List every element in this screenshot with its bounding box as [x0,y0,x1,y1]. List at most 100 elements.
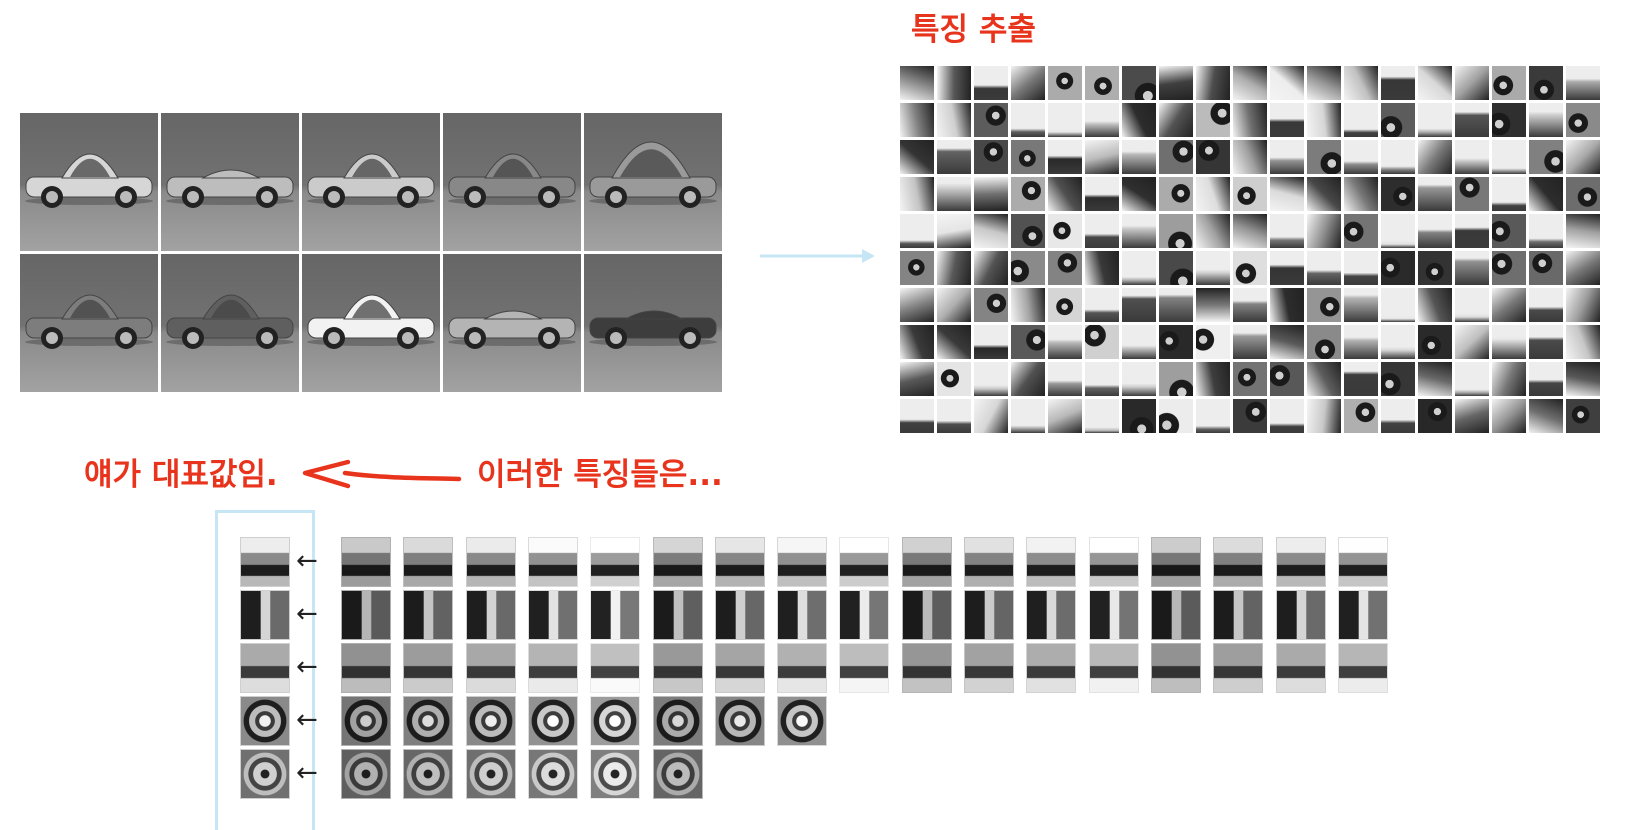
cluster-member-patch [590,590,640,640]
representative-patch-wheel-ground-cluster [240,643,290,693]
feature-patch [1492,214,1526,248]
feature-patch [1307,362,1341,396]
cluster-member-patch [715,696,765,746]
feature-patch [1566,177,1600,211]
cluster-member-patch [653,696,703,746]
feature-patch [900,214,934,248]
feature-patch [1159,325,1193,359]
feature-patch [1122,103,1156,137]
feature-patch [1233,325,1267,359]
feature-patch [1085,140,1119,174]
cluster-member-patch [653,590,703,640]
cluster-member-patch [777,590,827,640]
representative-patch-wheel-front-cluster [240,537,290,587]
feature-patch [1492,251,1526,285]
cluster-member-patch [1276,590,1326,640]
cluster-member-patch [1276,537,1326,587]
feature-patch [1492,288,1526,322]
feature-patch [1381,362,1415,396]
feature-patch [1307,103,1341,137]
feature-patch [1307,214,1341,248]
feature-patch [1492,103,1526,137]
feature-patch [1122,251,1156,285]
cluster-member-patch [1151,643,1201,693]
cluster-member-patch [528,643,578,693]
feature-patch [1566,140,1600,174]
feature-patch [1048,325,1082,359]
feature-patch [1196,140,1230,174]
feature-patch [1492,362,1526,396]
feature-patch [1381,214,1415,248]
feature-patch [1122,177,1156,211]
car-photo-beetle [584,113,722,251]
cluster-member-patch [715,643,765,693]
feature-patch [1196,103,1230,137]
feature-patch [1566,288,1600,322]
feature-patch [1196,177,1230,211]
cluster-member-patch [403,537,453,587]
feature-patch [1492,140,1526,174]
feature-patch [1233,214,1267,248]
feature-patch [1492,177,1526,211]
feature-patch [1233,288,1267,322]
feature-patch [1233,251,1267,285]
cluster-member-patch [1338,643,1388,693]
cluster-member-patch [1213,590,1263,640]
cluster-member-patch [466,643,516,693]
cluster-member-patch [466,696,516,746]
feature-patch [1233,66,1267,100]
feature-patch [1529,177,1563,211]
car-photo-muscle-car [302,113,440,251]
feature-patch [1196,288,1230,322]
cluster-member-patch [341,749,391,799]
feature-patch [937,325,971,359]
feature-patch [1011,103,1045,137]
feature-patch [1270,140,1304,174]
feature-patch [1418,399,1452,433]
cluster-member-patch [653,537,703,587]
feature-patch [937,362,971,396]
feature-patch [1529,214,1563,248]
feature-patch [1233,177,1267,211]
feature-patch [1122,362,1156,396]
feature-patch [1233,399,1267,433]
feature-patch [1455,399,1489,433]
feature-patch [1344,362,1378,396]
feature-patch [974,325,1008,359]
feature-patch [1159,251,1193,285]
feature-patch [1418,288,1452,322]
feature-patch [1381,325,1415,359]
feature-patch [937,214,971,248]
feature-patch [1270,288,1304,322]
feature-patch [1344,66,1378,100]
feature-patch [1085,66,1119,100]
feature-patch [1048,66,1082,100]
feature-patch [1381,251,1415,285]
cluster-member-patch [403,643,453,693]
feature-patch [1344,251,1378,285]
feature-patch [1529,288,1563,322]
car-photo-sports-coupe [161,254,299,392]
feature-patch [900,66,934,100]
feature-patch [1529,399,1563,433]
feature-patch [1122,325,1156,359]
feature-patch [1455,177,1489,211]
feature-patch [937,251,971,285]
cluster-member-patch [590,696,640,746]
feature-patch [1566,362,1600,396]
feature-patch [974,214,1008,248]
feature-patch [1307,325,1341,359]
cluster-member-patch [466,537,516,587]
feature-patch [1196,325,1230,359]
feature-patch [1270,214,1304,248]
extracted-patch-mosaic [900,66,1604,444]
feature-patch [1307,399,1341,433]
these-features-label: 이러한 특징들은... [477,457,723,493]
cluster-member-patch [902,643,952,693]
feature-patch [1011,362,1045,396]
feature-patch [1455,214,1489,248]
cluster-member-patch [964,590,1014,640]
feature-patch [1566,214,1600,248]
feature-patch [1196,399,1230,433]
